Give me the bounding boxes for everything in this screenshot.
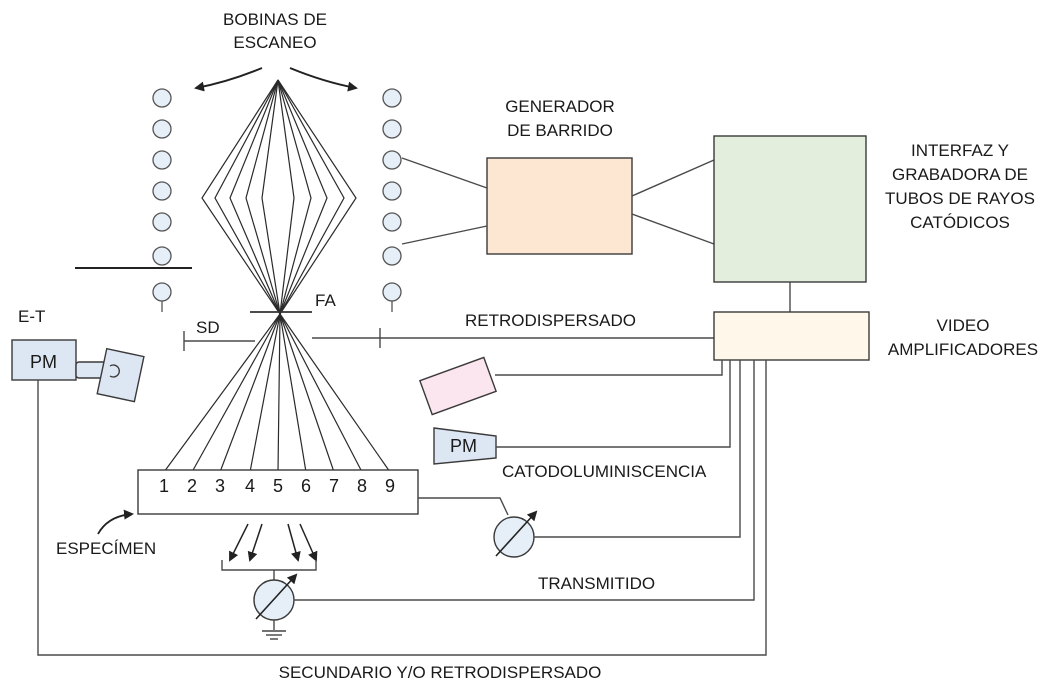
sweep-to-coil-lower bbox=[401, 225, 488, 245]
scan-coils-left bbox=[152, 88, 172, 312]
coil-right bbox=[382, 181, 402, 201]
beam-ray-to-specimen bbox=[163, 313, 281, 473]
cathodo-wire bbox=[496, 360, 731, 448]
beam-ray-to-specimen bbox=[249, 313, 281, 473]
crt-label-line1: INTERFAZ Y bbox=[911, 141, 1009, 160]
cathodo-collector bbox=[418, 356, 498, 416]
coil-right bbox=[382, 246, 402, 266]
specimen-position-number: 3 bbox=[215, 476, 225, 496]
scan-coils-label-line1: BOBINAS DE bbox=[223, 10, 327, 29]
specimen-right-wire bbox=[418, 497, 509, 516]
transmitted-arrow bbox=[229, 523, 249, 562]
coil-left bbox=[152, 150, 172, 170]
coil-left bbox=[152, 88, 172, 108]
electron-beam-upper bbox=[201, 79, 357, 315]
coil-right bbox=[382, 119, 402, 139]
scan-coils-right bbox=[382, 88, 402, 312]
beam-ray-to-specimen bbox=[219, 313, 281, 473]
transmitted-label: TRANSMITIDO bbox=[538, 574, 655, 593]
specimen-position-number: 5 bbox=[273, 476, 283, 496]
beam-ray bbox=[261, 79, 281, 315]
video-label-line1: VIDEO bbox=[937, 316, 990, 335]
scan-right-arrow bbox=[289, 67, 358, 92]
coil-left bbox=[152, 181, 172, 201]
cathodo-collector-wire bbox=[495, 360, 723, 376]
pm-detector-right bbox=[433, 427, 497, 465]
cathodo-label: CATODOLUMINISCENCIA bbox=[502, 462, 707, 481]
specimen-position-number: 8 bbox=[357, 476, 367, 496]
transmitted-arrow bbox=[247, 523, 263, 562]
sd-label: SD bbox=[196, 318, 220, 337]
transmitted-wire bbox=[294, 360, 755, 601]
beam-ray-to-specimen bbox=[277, 313, 281, 473]
beam-ray-to-specimen bbox=[279, 313, 391, 473]
backscatter-label: RETRODISPERSADO bbox=[465, 311, 636, 330]
video-label-line2: AMPLIFICADORES bbox=[888, 340, 1038, 359]
specimen-label: ESPECÍMEN bbox=[56, 539, 156, 558]
beam-ray-to-specimen bbox=[191, 313, 281, 473]
crt-recorder bbox=[713, 135, 867, 283]
coil-left bbox=[152, 119, 172, 139]
electron-beam-lower bbox=[163, 313, 391, 473]
beam-ray bbox=[214, 79, 281, 315]
beam-ray bbox=[277, 79, 345, 315]
et-label: E-T bbox=[18, 307, 45, 326]
et-detector bbox=[11, 339, 145, 403]
secondary-label: SECUNDARIO Y/O RETRODISPERSADO bbox=[279, 663, 602, 682]
beam-ray bbox=[229, 79, 281, 315]
scan-coils-label-line2: ESCANEO bbox=[233, 33, 316, 52]
crt-label-line4: CATÓDICOS bbox=[910, 213, 1010, 232]
transmitted-arrow bbox=[287, 523, 301, 562]
crt-label-line3: TUBOS DE RAYOS bbox=[885, 189, 1035, 208]
sweep-to-coil-upper bbox=[401, 157, 488, 189]
specimen-position-number: 1 bbox=[159, 476, 169, 496]
sweep-to-crt-lower bbox=[631, 213, 715, 245]
beam-ray bbox=[277, 79, 357, 315]
secondary-wire bbox=[37, 360, 767, 656]
coil-left bbox=[152, 212, 172, 232]
beam-ray bbox=[277, 79, 295, 315]
ground-symbol bbox=[262, 630, 286, 640]
beam-ray bbox=[201, 79, 281, 315]
meter-bottom bbox=[253, 573, 298, 621]
video-amplifiers bbox=[713, 311, 870, 361]
sweep-to-crt-upper bbox=[631, 159, 715, 197]
crt-label-line2: GRABADORA DE bbox=[892, 165, 1028, 184]
coil-left bbox=[152, 246, 172, 266]
specimen bbox=[137, 469, 419, 515]
specimen-position-number: 2 bbox=[187, 476, 197, 496]
coil-right bbox=[382, 212, 402, 232]
coil-right bbox=[382, 150, 402, 170]
specimen-position-number: 7 bbox=[329, 476, 339, 496]
pm-right-label: PM bbox=[450, 436, 477, 456]
scan-left-arrow bbox=[194, 67, 263, 92]
fa-label: FA bbox=[315, 291, 336, 310]
coil-right bbox=[382, 88, 402, 108]
transmitted-arrow bbox=[299, 523, 318, 562]
beam-ray-to-specimen bbox=[279, 313, 363, 473]
beam-ray bbox=[277, 79, 328, 315]
sweep-generator-label-line1: GENERADOR bbox=[505, 97, 615, 116]
coil-right bbox=[382, 282, 402, 302]
beam-ray bbox=[277, 79, 312, 315]
coil-left bbox=[152, 282, 172, 302]
sweep-generator bbox=[486, 157, 633, 255]
meter-right bbox=[493, 510, 538, 558]
beam-ray-to-specimen bbox=[279, 313, 307, 473]
specimen-position-number: 4 bbox=[245, 476, 255, 496]
specimen-arrow bbox=[97, 509, 134, 535]
sweep-generator-label-line2: DE BARRIDO bbox=[507, 121, 613, 140]
specimen-position-number: 6 bbox=[301, 476, 311, 496]
transmitted-arrows bbox=[229, 523, 318, 562]
transmitted-collector bbox=[221, 560, 317, 571]
meter-right-wire bbox=[534, 360, 741, 538]
specimen-position-number: 9 bbox=[385, 476, 395, 496]
beam-ray bbox=[245, 79, 281, 315]
beam-ray-to-specimen bbox=[279, 313, 335, 473]
pm-left-label: PM bbox=[30, 352, 57, 372]
